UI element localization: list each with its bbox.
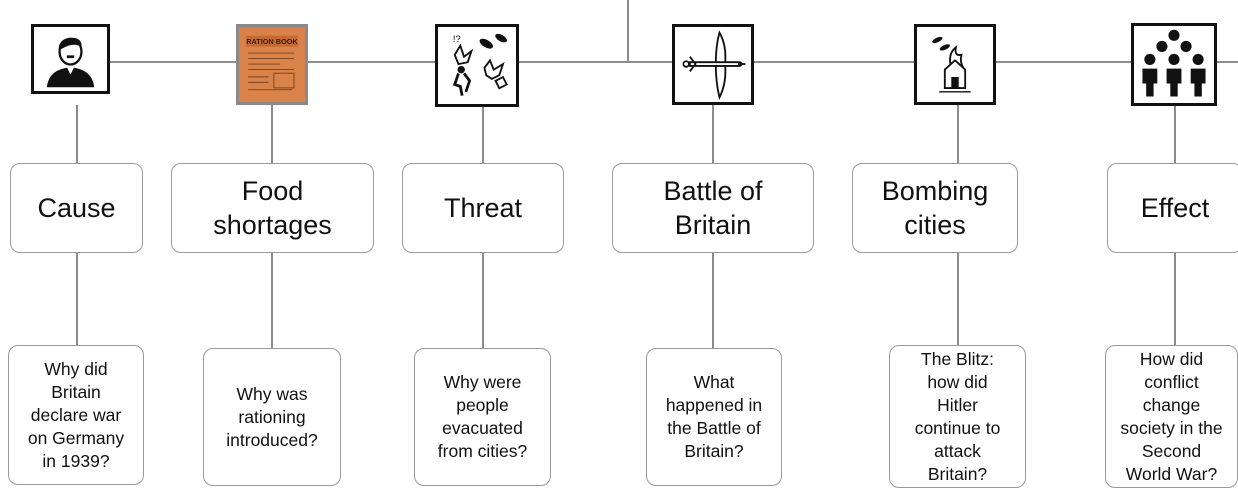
topic-label: Threat [443,193,523,223]
question-box-bombing-cities: The Blitz: how did Hitler continue to at… [889,345,1026,488]
topic-box-threat: Threat [402,163,564,253]
question-box-effect: How did conflict change society in the S… [1105,345,1238,488]
ration-book-title: RATION BOOK [246,37,298,46]
burning-house-icon [914,24,996,105]
people-group-icon [1131,23,1217,106]
hitler-portrait-icon [31,24,110,94]
question-text: How did conflict change society in the S… [1120,348,1223,484]
explosion-bombs-icon: !? [435,24,519,107]
spitfire-plane-icon [672,24,754,105]
question-box-cause: Why did Britain declare war on Germany i… [8,345,144,485]
question-text: What happened in the Battle of Britain? [665,372,763,461]
question-box-battle-of-britain: What happened in the Battle of Britain? [646,348,782,486]
topic-box-cause: Cause [10,163,143,253]
topic-box-bombing-cities: Bombing cities [852,163,1018,253]
question-text: The Blitz: how did Hitler continue to at… [914,348,1001,484]
topic-label: Food shortages [213,176,332,240]
topic-label: Bombing cities [881,176,989,240]
topic-box-effect: Effect [1107,163,1238,253]
question-text: Why did Britain declare war on Germany i… [27,358,125,471]
topic-box-food-shortages: Food shortages [171,163,374,253]
topic-label: Cause [37,193,116,223]
svg-text:!?: !? [453,34,461,44]
question-box-food-shortages: Why was rationing introduced? [203,348,341,486]
topic-label: Battle of Britain [663,176,763,240]
ration-book-icon: RATION BOOK [236,24,308,105]
question-box-threat: Why were people evacuated from cities? [414,348,551,486]
topic-box-battle-of-britain: Battle of Britain [612,163,814,253]
question-text: Why was rationing introduced? [226,383,318,450]
topic-label: Effect [1140,193,1210,223]
question-text: Why were people evacuated from cities? [437,372,528,461]
